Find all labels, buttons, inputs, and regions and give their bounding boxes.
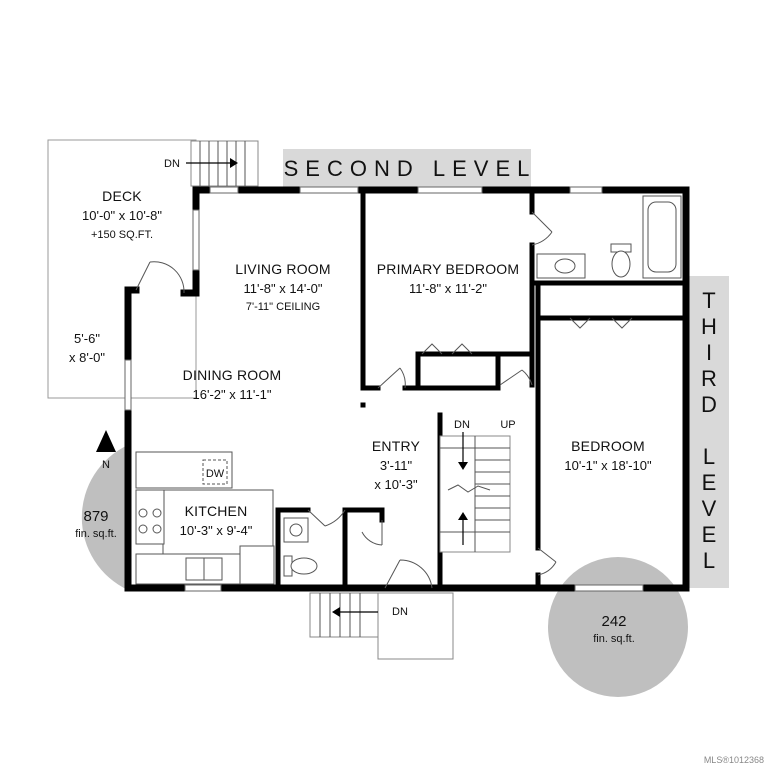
third-level-letter: L	[703, 548, 715, 573]
second-level-area-value: 879	[83, 508, 108, 525]
bedroom-name: BEDROOM	[571, 438, 645, 454]
entry-dims-line1: 3'-11"	[380, 458, 413, 473]
dining-room-name: DINING ROOM	[183, 367, 282, 383]
third-level-letter: D	[701, 392, 717, 417]
deck-dims: 10'-0" x 10'-8"	[82, 208, 162, 223]
primary-bedroom-dims: 11'-8" x 11'-2"	[409, 281, 487, 296]
stairs-dn-label: DN	[454, 419, 470, 431]
dishwasher-label: DW	[206, 468, 225, 480]
area-circle-second-level	[81, 445, 128, 590]
kitchen-counters	[135, 451, 275, 585]
third-level-letter: H	[701, 314, 717, 339]
deck-dims2-line1: 5'-6"	[74, 331, 100, 346]
third-level-banner-bg	[689, 276, 729, 588]
second-level-banner-bg	[283, 149, 531, 187]
mls-number: MLS®1012368	[704, 755, 764, 765]
area-circle-third-level-bg	[548, 557, 688, 697]
front-steps-dn-label: DN	[392, 606, 408, 618]
bathroom-fixtures	[536, 195, 682, 279]
deck-dims2-line2: x 8'-0"	[69, 350, 105, 365]
kitchen-dims: 10'-3" x 9'-4"	[180, 523, 253, 538]
entry-name: ENTRY	[372, 438, 421, 454]
front-steps	[309, 592, 454, 660]
third-level-area-value: 242	[601, 613, 626, 630]
deck-door	[135, 261, 185, 294]
top-stairs-dn-label: DN	[164, 158, 180, 170]
north-label: N	[102, 459, 110, 471]
deck-note: +150 SQ.FT.	[91, 229, 153, 241]
third-level-letter: L	[703, 444, 715, 469]
top-stairs	[186, 140, 259, 187]
entry-dims-line2: x 10'-3"	[374, 477, 418, 492]
bedroom-dims: 10'-1" x 18'-10"	[564, 458, 652, 473]
third-level-letter: T	[702, 288, 715, 313]
second-level-area-unit: fin. sq.ft.	[75, 528, 117, 540]
second-level-banner: SECOND LEVEL	[284, 156, 537, 181]
third-level-area-unit: fin. sq.ft.	[593, 633, 635, 645]
third-level-letter: I	[706, 340, 712, 365]
third-level-letter: R	[701, 366, 717, 391]
kitchen-name: KITCHEN	[185, 503, 248, 519]
living-room-note: 7'-11" CEILING	[246, 301, 320, 313]
interior-stairs	[439, 432, 511, 553]
powder-room-fixtures	[283, 517, 318, 577]
third-level-letter: V	[702, 496, 717, 521]
doors	[307, 211, 633, 589]
stairs-up-label: UP	[500, 419, 515, 431]
living-room-name: LIVING ROOM	[235, 261, 331, 277]
third-level-letter: E	[702, 522, 717, 547]
deck-outline	[47, 139, 197, 399]
primary-bedroom-name: PRIMARY BEDROOM	[377, 261, 520, 277]
deck-name: DECK	[102, 188, 142, 204]
north-arrow-icon	[96, 430, 116, 452]
dining-room-dims: 16'-2" x 11'-1"	[193, 387, 272, 402]
windows	[124, 186, 644, 592]
third-level-letter: E	[702, 470, 717, 495]
living-room-dims: 11'-8" x 14'-0"	[244, 281, 323, 296]
